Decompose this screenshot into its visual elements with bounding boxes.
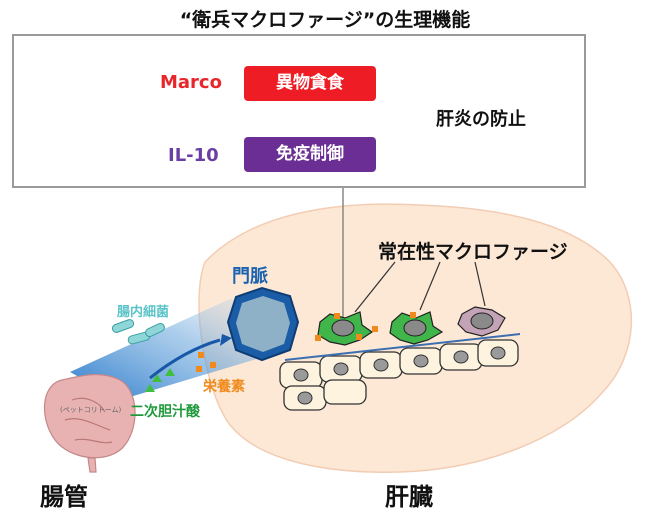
bile-acid-triangles [145, 368, 175, 392]
gut-bacteria [111, 319, 165, 345]
portal-vein-label: 門脈 [232, 266, 268, 287]
immunoregulation-badge: 免疫制御 [244, 137, 376, 172]
sinusoid [284, 333, 521, 361]
gut-bacteria-label: 腸内細菌 [117, 305, 170, 320]
flow-arrow [149, 338, 221, 380]
marco-label: Marco [160, 72, 222, 93]
liver-label: 肝臓 [385, 483, 433, 511]
nutrient-squares [196, 312, 416, 372]
label-leaders [354, 261, 486, 313]
intestine-illustration [44, 373, 136, 473]
intestine-label: 腸管 [40, 483, 88, 511]
small-note-label: (ペットコリトーム) [60, 406, 122, 414]
portal-flow [70, 298, 270, 400]
diagram-title: “衛兵マクロファージ”の生理機能 [179, 9, 471, 31]
hepatitis-prevention-text: 肝炎の防止 [436, 109, 526, 130]
nutrients-label: 栄養素 [203, 379, 245, 395]
resident-macrophage-3 [457, 306, 506, 337]
flow-arrow-head [220, 334, 232, 346]
resident-macrophage-label: 常在性マクロファージ [378, 241, 568, 263]
hepatocyte-nuclei [293, 346, 506, 405]
secondary-bile-acid-label: 二次胆汁酸 [130, 404, 200, 420]
il10-label: IL-10 [168, 145, 219, 166]
phagocytosis-badge: 異物貪食 [244, 66, 376, 101]
portal-vein [226, 286, 300, 362]
